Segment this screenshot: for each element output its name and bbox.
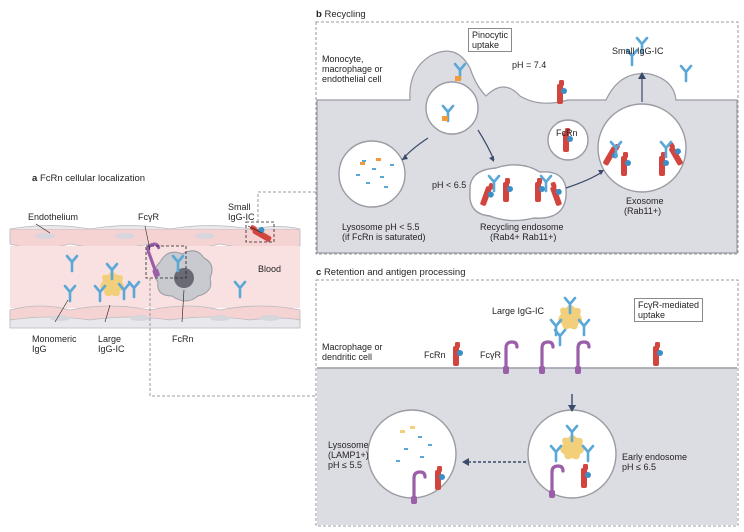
label-large-ic-c: Large IgG-IC (492, 306, 545, 316)
connector-c (149, 278, 316, 397)
label-lysosome-b-1: Lysosome pH < 5.5 (342, 222, 420, 232)
label-fcyr-uptake-1: FcγR-mediated (638, 300, 700, 310)
label-pinocytic-box: Pinocytic uptake (468, 28, 513, 52)
label-cell-b-2: macrophage or (322, 64, 383, 74)
label-blood: Blood (258, 264, 282, 274)
panel-b-title: b Recycling (316, 10, 366, 20)
panel-c-title: c Retention and antigen processing (316, 268, 465, 278)
degraded-fragments (396, 426, 432, 462)
label-fcrn-a: FcRn (172, 334, 194, 344)
label-cell-b-1: Monocyte, (322, 54, 364, 64)
degraded-fragments (356, 158, 394, 188)
label-ph-inside: pH < 6.5 (432, 180, 467, 190)
label-ph-outside: pH = 7.4 (512, 60, 547, 70)
label-pinocytic-2: uptake (472, 40, 500, 50)
label-lysosome-b-2: (if FcRn is saturated) (342, 232, 426, 242)
label-early-endosome-1: Early endosome (622, 452, 688, 462)
label-exosome-1: Exosome (626, 196, 664, 206)
panel-a (9, 221, 301, 329)
label-recycling-2: (Rab4+ Rab11+) (490, 232, 557, 242)
label-recycling-1: Recycling endosome (480, 222, 564, 232)
label-small-ic-b: Small IgG-IC (612, 46, 664, 56)
cell-cytoplasm-b (316, 50, 738, 254)
zoom-box-c (145, 245, 187, 279)
label-fcyr-c: FcγR (480, 350, 501, 360)
connector-b (257, 191, 316, 222)
label-endothelium: Endothelium (28, 212, 79, 222)
panel-b (315, 21, 739, 255)
label-lysosome-c-2: (LAMP1+) (328, 450, 369, 460)
panel-a-title-text: FcRn cellular localization (39, 173, 146, 184)
zoom-box-b (245, 221, 275, 243)
panel-c-title-text: Retention and antigen processing (323, 267, 466, 278)
panel-b-letter: b (316, 9, 322, 20)
label-fcyr-uptake-box: FcγR-mediated uptake (634, 298, 704, 322)
panel-a-letter: a (32, 173, 38, 184)
label-early-endosome-2: pH ≤ 6.5 (622, 462, 656, 472)
label-lysosome-c-1: Lysosome (328, 440, 369, 450)
label-monomeric-2: IgG (32, 344, 47, 354)
panel-c-letter: c (316, 267, 322, 278)
label-exosome-2: (Rab11+) (624, 206, 662, 216)
panel-a-title: a FcRn cellular localization (32, 174, 145, 184)
label-small-ic-a-1: Small (228, 202, 251, 212)
label-large-1: Large (98, 334, 122, 344)
label-cell-c-2: dendritic cell (322, 352, 373, 362)
label-fcrn-b: FcRn (556, 128, 578, 138)
label-monomeric-1: Monomeric (32, 334, 77, 344)
label-cell-c-1: Macrophage or (322, 342, 383, 352)
label-pinocytic-1: Pinocytic (472, 30, 509, 40)
label-fcyr-a: FcγR (138, 212, 159, 222)
label-large-2: IgG-IC (98, 344, 125, 354)
label-fcyr-uptake-2: uptake (638, 310, 666, 320)
label-cell-b-3: endothelial cell (322, 74, 382, 84)
panel-b-title-text: Recycling (324, 9, 366, 20)
label-lysosome-c-3: pH ≤ 5.5 (328, 460, 362, 470)
label-fcrn-c: FcRn (424, 350, 446, 360)
label-small-ic-a-2: IgG-IC (228, 212, 255, 222)
